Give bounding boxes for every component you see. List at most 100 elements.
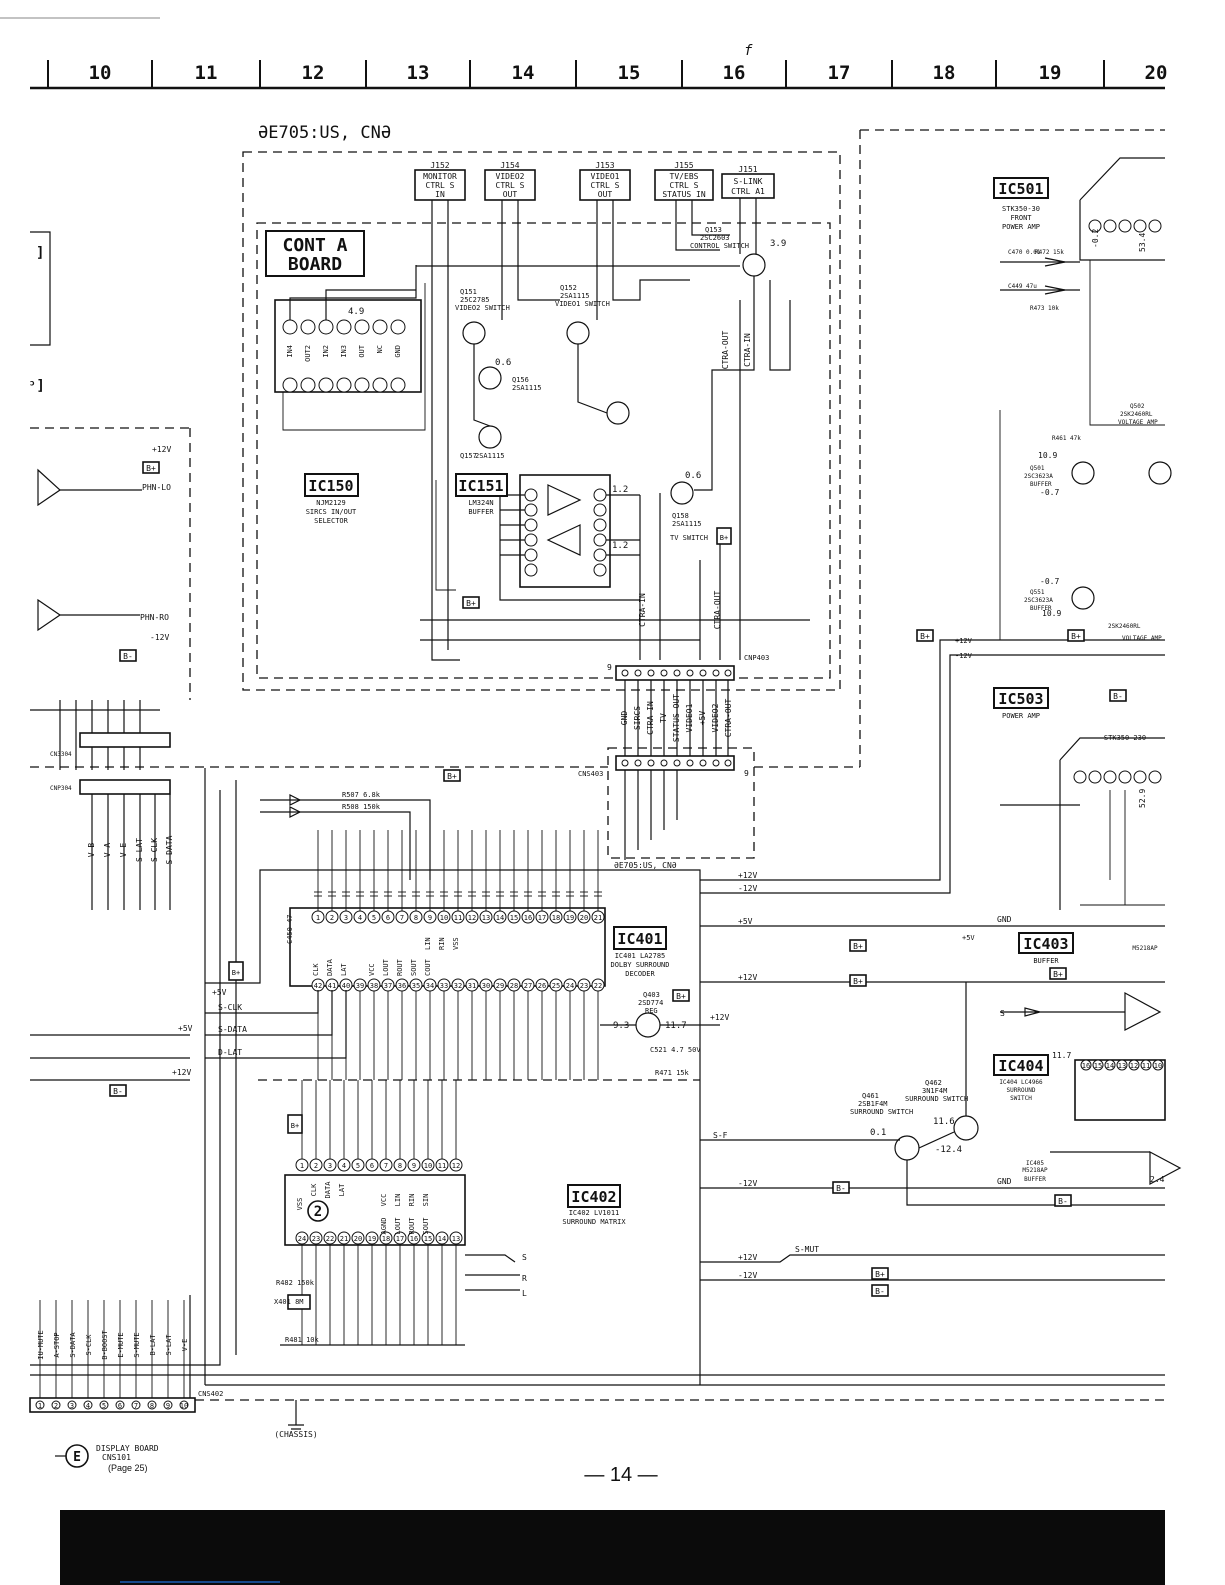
svg-text:B+: B+	[1071, 632, 1081, 641]
column-15: 15	[618, 62, 641, 84]
svg-text:11: 11	[1142, 1062, 1150, 1070]
svg-text:2: 2	[330, 914, 334, 922]
svg-text:9: 9	[744, 769, 749, 778]
ic402-pin	[393, 1158, 407, 1172]
svg-text:LAT: LAT	[338, 1183, 346, 1196]
bplus-tag-2: B+	[466, 599, 476, 608]
ic405-part: M5218AP	[1022, 1167, 1048, 1174]
q551-ref: Q551	[1030, 589, 1045, 596]
svg-text:14: 14	[1106, 1062, 1114, 1070]
cns402-pin	[163, 1400, 173, 1410]
cns403-connector: CNS403 9	[578, 680, 749, 860]
svg-text:6: 6	[386, 914, 390, 922]
svg-text:9: 9	[607, 663, 612, 672]
r409: C521 4.7 50V	[650, 1046, 701, 1054]
column-20: 20	[1145, 62, 1168, 84]
rail-minus12v-2: -12V	[738, 1179, 757, 1188]
svg-text:4: 4	[342, 1162, 346, 1170]
footer-region-label: ƏE705:US, CNƏ	[614, 861, 677, 870]
control-lines: S-CLK S-DATA D-LAT +5V	[205, 869, 701, 1385]
jack-j154: J154 VIDEO2 CTRL S OUT	[484, 161, 536, 224]
svg-text:42: 42	[314, 982, 322, 990]
v-06: 0.6	[495, 358, 511, 368]
svg-text:12: 12	[452, 1162, 460, 1170]
svg-text:2SA1115: 2SA1115	[512, 384, 542, 392]
v-01: 0.1	[870, 1128, 886, 1138]
v-12a: 1.2	[612, 485, 628, 495]
svg-text:23: 23	[312, 1235, 320, 1243]
v-109b: 10.9	[1042, 609, 1061, 618]
svg-text:CLK: CLK	[312, 963, 320, 976]
ic501-desc-2: POWER AMP	[1002, 223, 1040, 231]
cns402-pin-label: S-LAT	[165, 1334, 173, 1356]
svg-text:21: 21	[594, 914, 602, 922]
ic402-ref: IC402	[571, 1188, 616, 1206]
svg-text:S-DATA: S-DATA	[165, 835, 174, 864]
ic402-pin	[407, 1158, 421, 1172]
rail-minus12v-3: -12V	[738, 1271, 757, 1280]
v-m124: -12.4	[935, 1145, 962, 1155]
svg-text:B+: B+	[853, 942, 863, 951]
svg-text:32: 32	[454, 982, 462, 990]
svg-text:CTRL S: CTRL S	[496, 181, 525, 190]
ic151-desc: BUFFER	[468, 508, 494, 516]
svg-text:2SB1F4M: 2SB1F4M	[858, 1100, 888, 1108]
ic402-pin	[365, 1158, 379, 1172]
svg-text:19: 19	[566, 914, 574, 922]
svg-text:LAT: LAT	[340, 963, 348, 976]
ic402-pin	[435, 1158, 449, 1172]
display-page-label: (Page 25)	[108, 1463, 148, 1473]
svg-text:OUT2: OUT2	[304, 345, 312, 362]
svg-text:VSS: VSS	[452, 937, 460, 950]
column-19: 19	[1039, 62, 1062, 84]
svg-text:IN4: IN4	[286, 345, 294, 358]
jack-j151: J151 S-LINK CTRL A1	[721, 165, 775, 224]
svg-text:6: 6	[370, 1162, 374, 1170]
column-18: 18	[933, 62, 956, 84]
chassis-label: (CHASSIS)	[274, 1430, 317, 1439]
svg-text:CTRL S: CTRL S	[426, 181, 455, 190]
ic405-ref: IC405	[1026, 1160, 1044, 1167]
svg-text:10: 10	[180, 1402, 188, 1410]
q501-part: 2SC3623A	[1024, 473, 1053, 480]
v-534: 53.4	[1138, 233, 1147, 252]
svg-text:B-: B-	[113, 1087, 123, 1096]
v-49: 4.9	[348, 307, 364, 317]
v-12b: 1.2	[612, 541, 628, 551]
r402: R508 150k	[342, 803, 381, 811]
cns402-pin	[99, 1400, 109, 1410]
ic402-part: IC402 LV1011	[569, 1209, 620, 1217]
column-16: 16	[723, 62, 746, 84]
ic150-part: NJM2129	[316, 499, 346, 507]
ic503-ref: IC503	[998, 690, 1043, 708]
ic404-pin	[1080, 1059, 1092, 1071]
svg-text:6: 6	[118, 1402, 122, 1410]
cns402-pin	[115, 1400, 125, 1410]
v-24: 2.4	[1150, 1175, 1165, 1184]
left-plus5v: +5V	[178, 1024, 193, 1033]
cont-a-board-frame	[256, 222, 831, 679]
svg-text:4: 4	[358, 914, 362, 922]
svg-text:20: 20	[580, 914, 588, 922]
ic405-desc: BUFFER	[1024, 1176, 1046, 1183]
ic404-pin	[1140, 1059, 1152, 1071]
svg-text:ROUT: ROUT	[396, 958, 404, 976]
ic401-part: IC401 LA2785	[615, 952, 666, 960]
svg-text:B-: B-	[875, 1287, 885, 1296]
cont-a-wiring	[416, 224, 810, 661]
svg-text:25C2785: 25C2785	[460, 296, 490, 304]
svg-text:10: 10	[424, 1162, 432, 1170]
bplus-tag-3: B+	[720, 534, 728, 542]
r506: R461 47k	[1052, 435, 1081, 442]
svg-text:Q152: Q152	[560, 284, 577, 292]
ic404-pin	[1104, 1059, 1116, 1071]
svg-text:3: 3	[328, 1162, 332, 1170]
q502-part: 2SK2460RL	[1120, 411, 1153, 418]
svg-text:35: 35	[412, 982, 420, 990]
svg-text:J153: J153	[595, 161, 614, 170]
ic404-ref: IC404	[998, 1057, 1043, 1075]
svg-text:7: 7	[384, 1162, 388, 1170]
ic402-pin	[351, 1158, 365, 1172]
